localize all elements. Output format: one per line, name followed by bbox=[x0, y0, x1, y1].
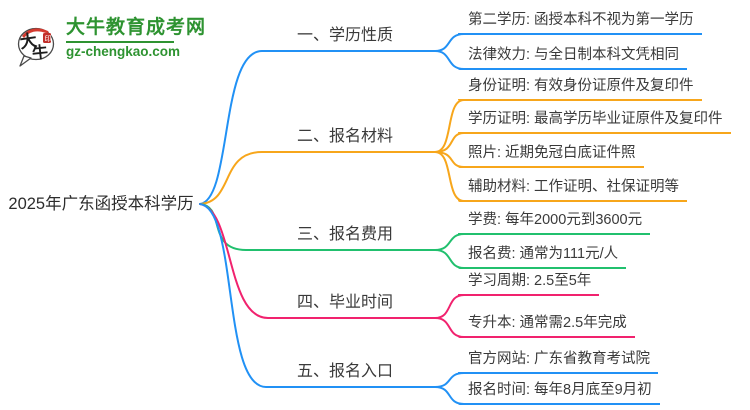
branch-label-5: 五、报名入口 bbox=[296, 363, 393, 380]
branch-2-lines bbox=[199, 99, 465, 205]
branch-1-lines bbox=[199, 33, 465, 205]
leaf-item: 法律效力: 与全日制本科文凭相同 bbox=[458, 43, 688, 70]
leaf-item: 学费: 每年2000元到3600元 bbox=[458, 208, 651, 235]
leaf-item: 学习周期: 2.5至5年 bbox=[458, 269, 600, 296]
branch-label-3: 三、报名费用 bbox=[296, 226, 393, 243]
svg-text:牛: 牛 bbox=[31, 42, 49, 63]
dainiu-logo-icon: 印 大 牛 bbox=[17, 27, 55, 67]
leaf-item: 身份证明: 有效身份证原件及复印件 bbox=[458, 74, 702, 101]
site-title: 大牛教育成考网 bbox=[66, 17, 207, 38]
leaf-item: 官方网站: 广东省教育考试院 bbox=[458, 347, 659, 374]
leaf-item: 报名费: 通常为111元/人 bbox=[458, 242, 627, 269]
svg-text:印: 印 bbox=[45, 35, 52, 43]
leaf-item: 照片: 近期免冠白底证件照 bbox=[458, 141, 644, 168]
svg-text:大: 大 bbox=[19, 30, 39, 53]
site-domain: gz-chengkao.com bbox=[66, 44, 181, 59]
leaf-item: 专升本: 通常需2.5年完成 bbox=[458, 311, 635, 338]
branch-label-1: 一、学历性质 bbox=[296, 27, 393, 44]
site-logo: 印 大 牛 大牛教育成考网 gz-chengkao.com bbox=[10, 16, 206, 70]
branch-label-2: 二、报名材料 bbox=[296, 128, 393, 145]
logo-divider bbox=[66, 41, 174, 43]
leaf-item: 报名时间: 每年8月底至9月初 bbox=[458, 378, 660, 405]
leaf-item: 学历证明: 最高学历毕业证原件及复印件 bbox=[458, 107, 731, 134]
branch-label-4: 四、毕业时间 bbox=[296, 294, 393, 311]
leaf-item: 辅助材料: 工作证明、社保证明等 bbox=[458, 175, 688, 202]
root-topic: 2025年广东函授本科学历 bbox=[8, 195, 194, 213]
leaf-item: 第二学历: 函授本科不视为第一学历 bbox=[458, 8, 702, 35]
